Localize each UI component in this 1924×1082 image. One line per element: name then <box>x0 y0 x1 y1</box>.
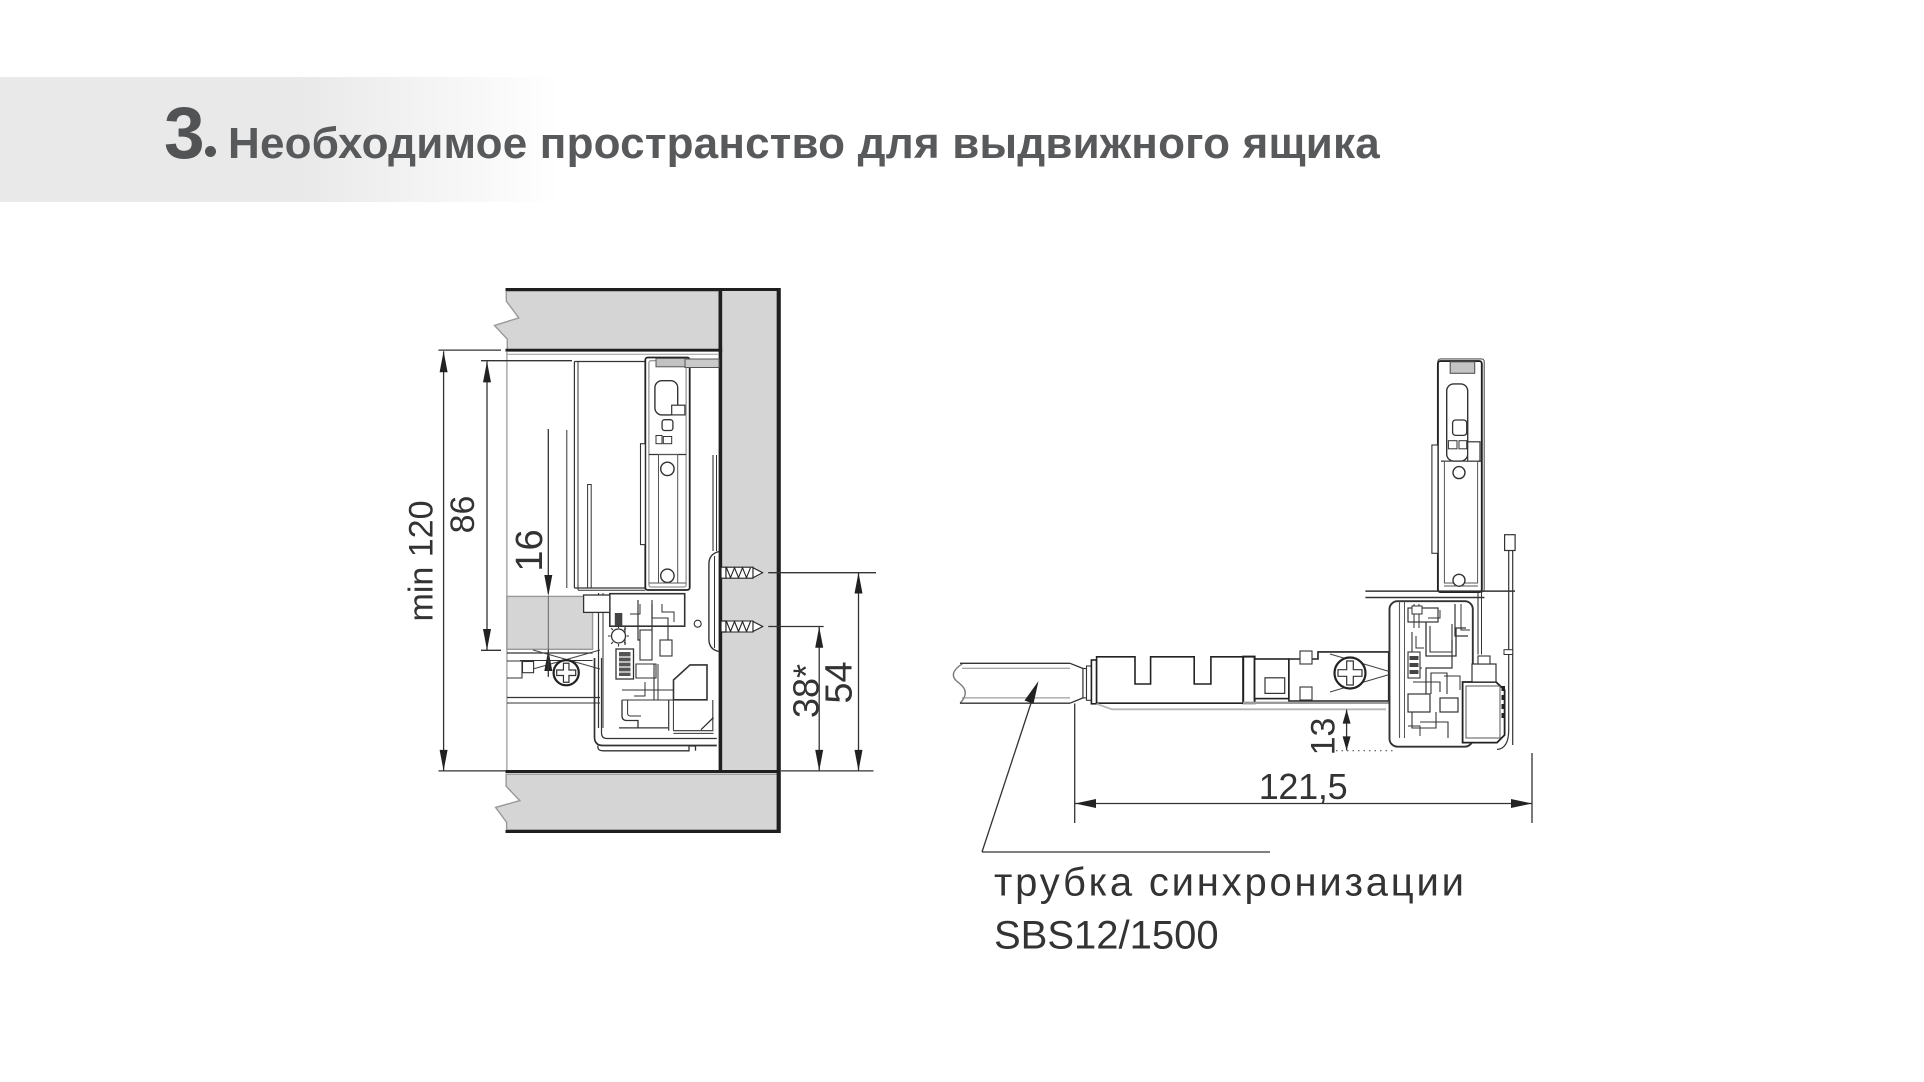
svg-text:121,5: 121,5 <box>1259 766 1348 807</box>
svg-text:SBS12/1500: SBS12/1500 <box>994 914 1219 958</box>
svg-text:13: 13 <box>1305 718 1343 756</box>
svg-text:54: 54 <box>819 661 861 703</box>
svg-text:38*: 38* <box>786 664 827 718</box>
svg-text:16: 16 <box>509 529 551 571</box>
svg-text:86: 86 <box>444 496 482 534</box>
svg-text:min 120: min 120 <box>403 501 441 622</box>
svg-text:трубка синхронизации: трубка синхронизации <box>994 861 1467 905</box>
